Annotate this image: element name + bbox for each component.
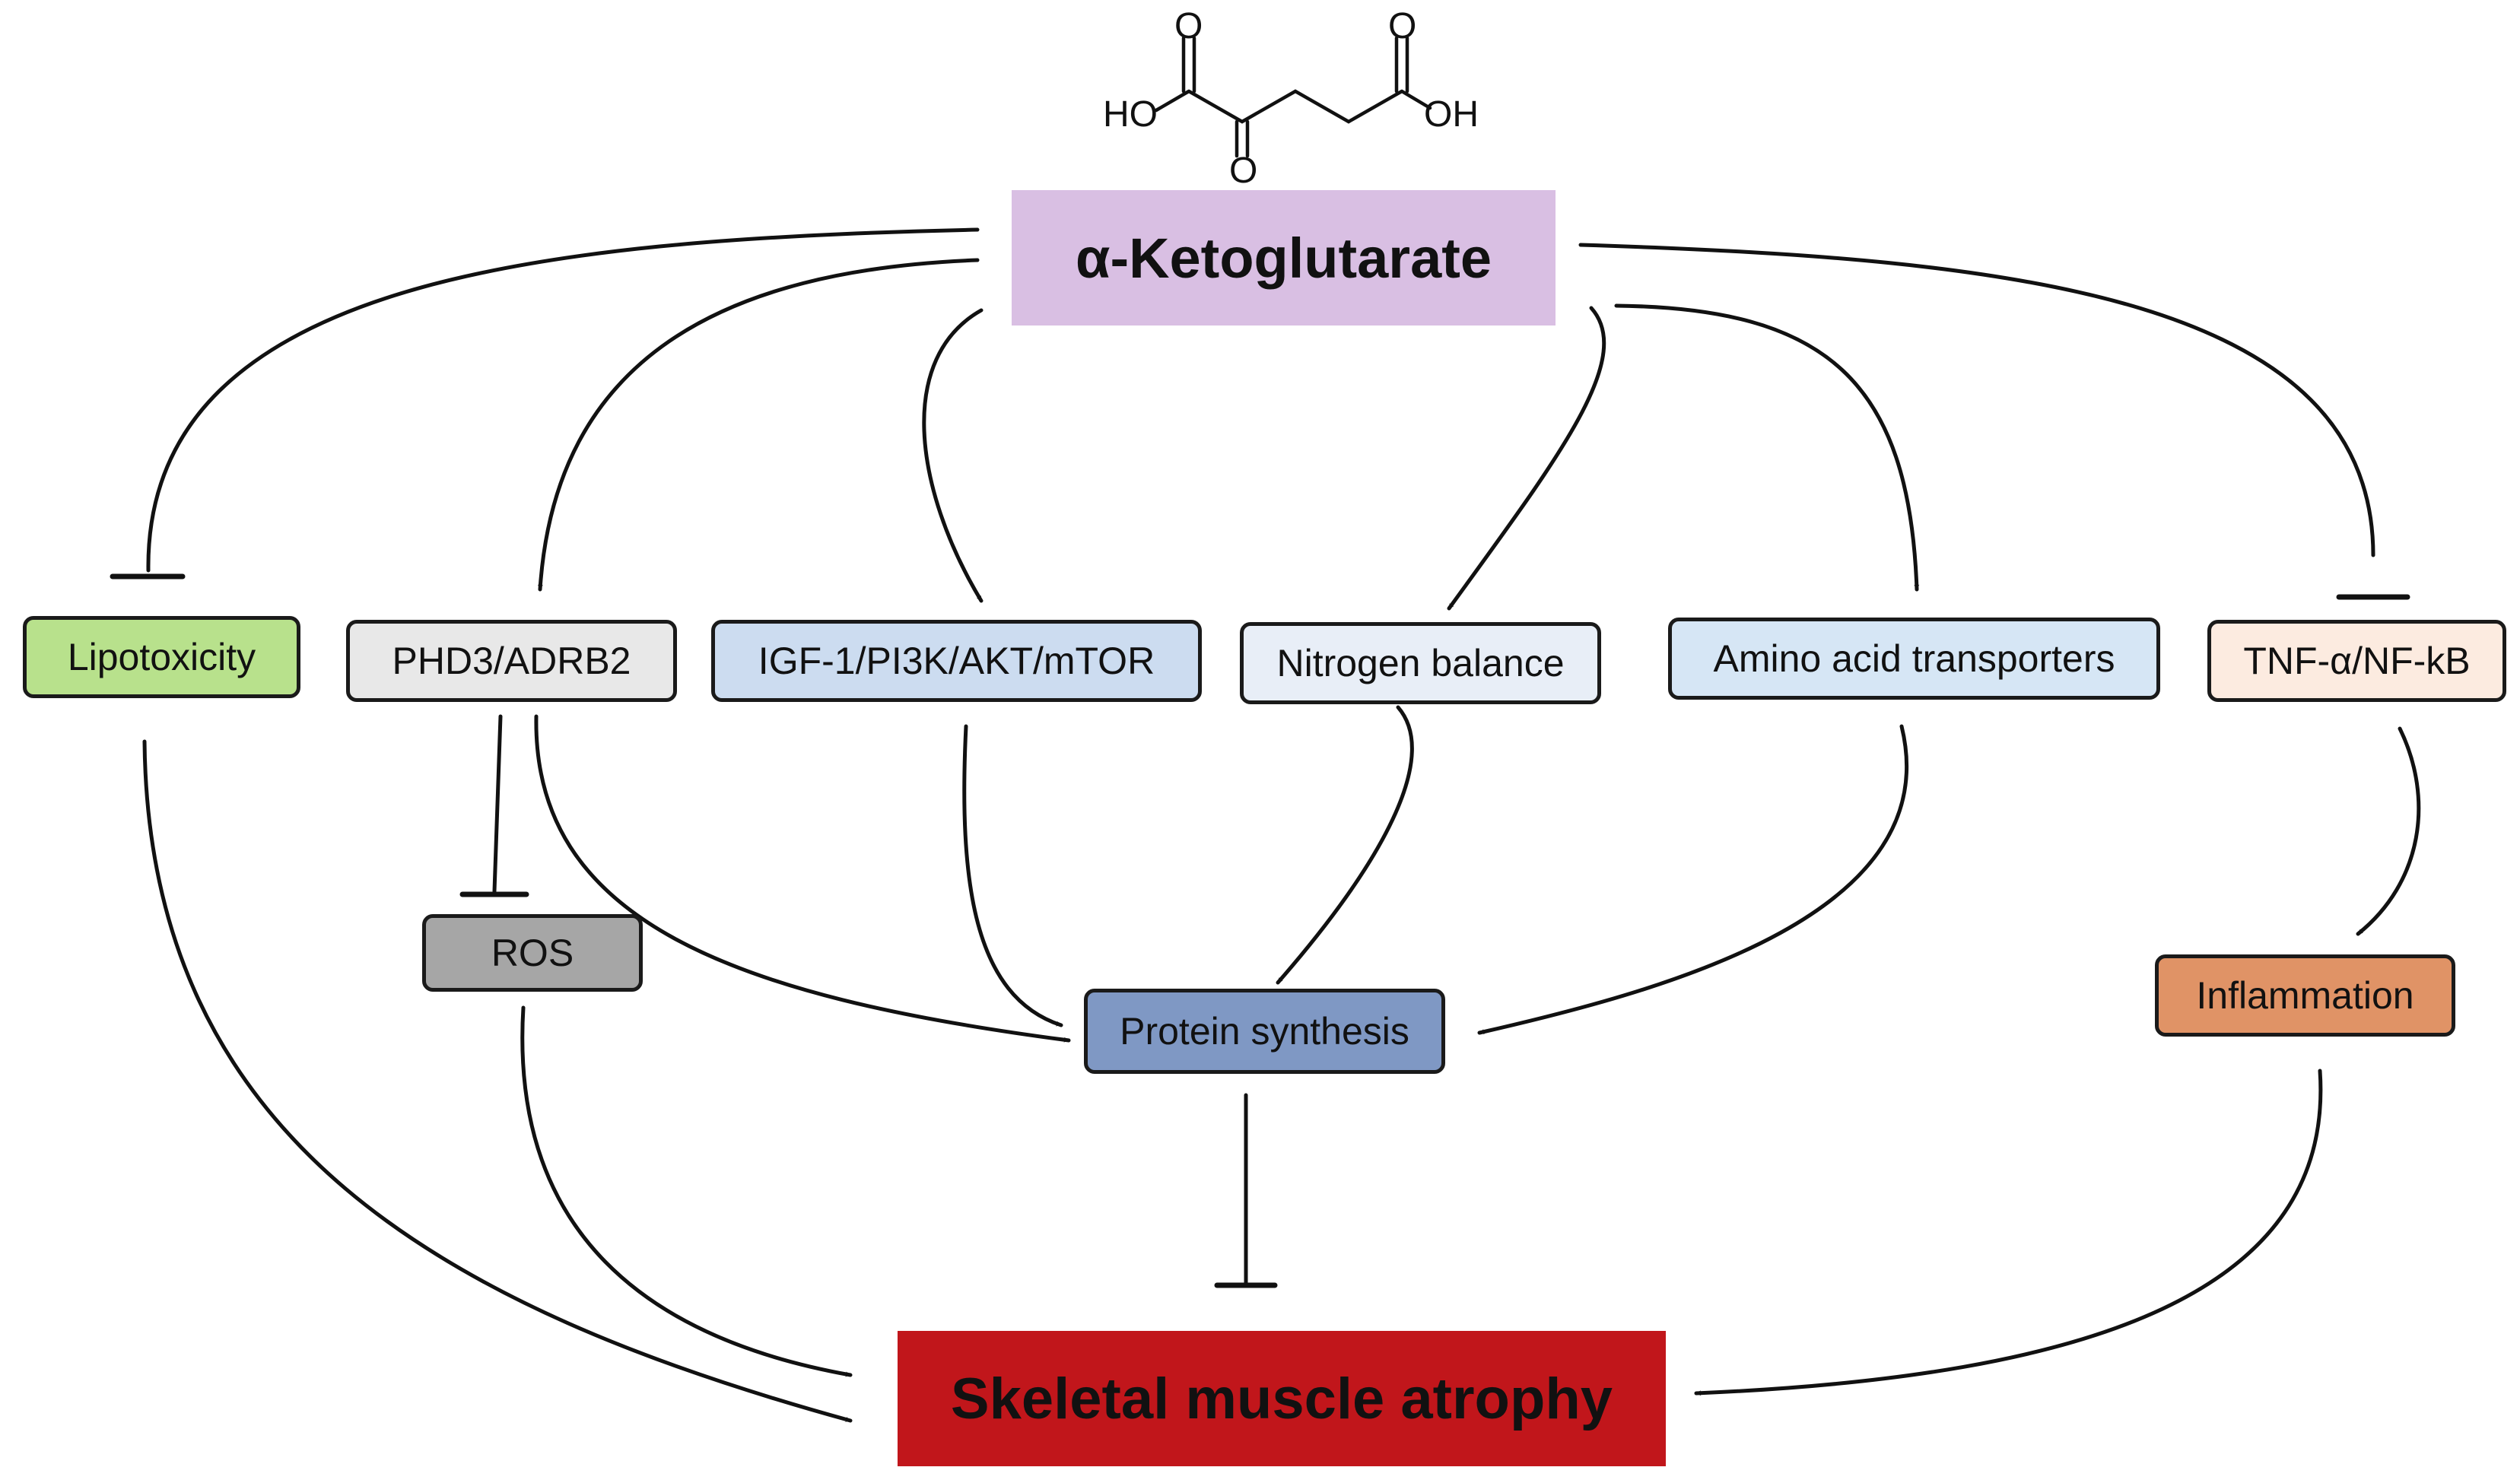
node-amino-acid-transporters: Amino acid transporters [1668, 618, 2160, 700]
node-phd3-adrb2: PHD3/ADRB2 [346, 620, 677, 702]
edge-akg-phd3 [537, 258, 980, 592]
node-inflammation: Inflammation [2155, 954, 2455, 1037]
edge-amino-protein [1477, 724, 1909, 1035]
edge-akg-lipotoxicity [146, 227, 980, 573]
edge-ros-atrophy [520, 1005, 853, 1377]
edge-akg-tnf [1578, 243, 2375, 557]
node-ros: ROS [422, 914, 643, 992]
node-skeletal-muscle-atrophy: Skeletal muscle atrophy [898, 1331, 1666, 1466]
mol-ho-left: HO [1103, 94, 1158, 135]
node-nitrogen-balance: Nitrogen balance [1240, 622, 1601, 704]
edge-akg-amino [1614, 303, 1920, 592]
mol-oh-right: OH [1424, 94, 1479, 135]
node-alpha-ketoglutarate: α-Ketoglutarate [1012, 190, 1556, 325]
node-lipotoxicity: Lipotoxicity [23, 616, 300, 698]
edge-akg-igf1 [922, 308, 984, 603]
edge-igf1-protein [962, 724, 1063, 1027]
edge-nitrogen-protein [1276, 705, 1414, 985]
node-igf1-pathway: IGF-1/PI3K/AKT/mTOR [711, 620, 1202, 702]
mol-o-left-top: O [1174, 6, 1203, 46]
edge-tnf-inflammation [2356, 726, 2421, 936]
node-tnf-nfkb: TNF-α/NF-kB [2207, 620, 2506, 702]
edge-phd3-protein [534, 714, 1071, 1043]
edge-akg-nitrogen [1447, 306, 1606, 611]
mol-o-right-top: O [1388, 6, 1416, 46]
node-protein-synthesis: Protein synthesis [1084, 989, 1445, 1074]
edge-phd3-ros [492, 714, 503, 894]
edge-inflammation-atrophy [1694, 1069, 2323, 1396]
edge-lipotoxicity-atrophy [142, 739, 853, 1423]
mol-o-keto: O [1229, 151, 1257, 191]
